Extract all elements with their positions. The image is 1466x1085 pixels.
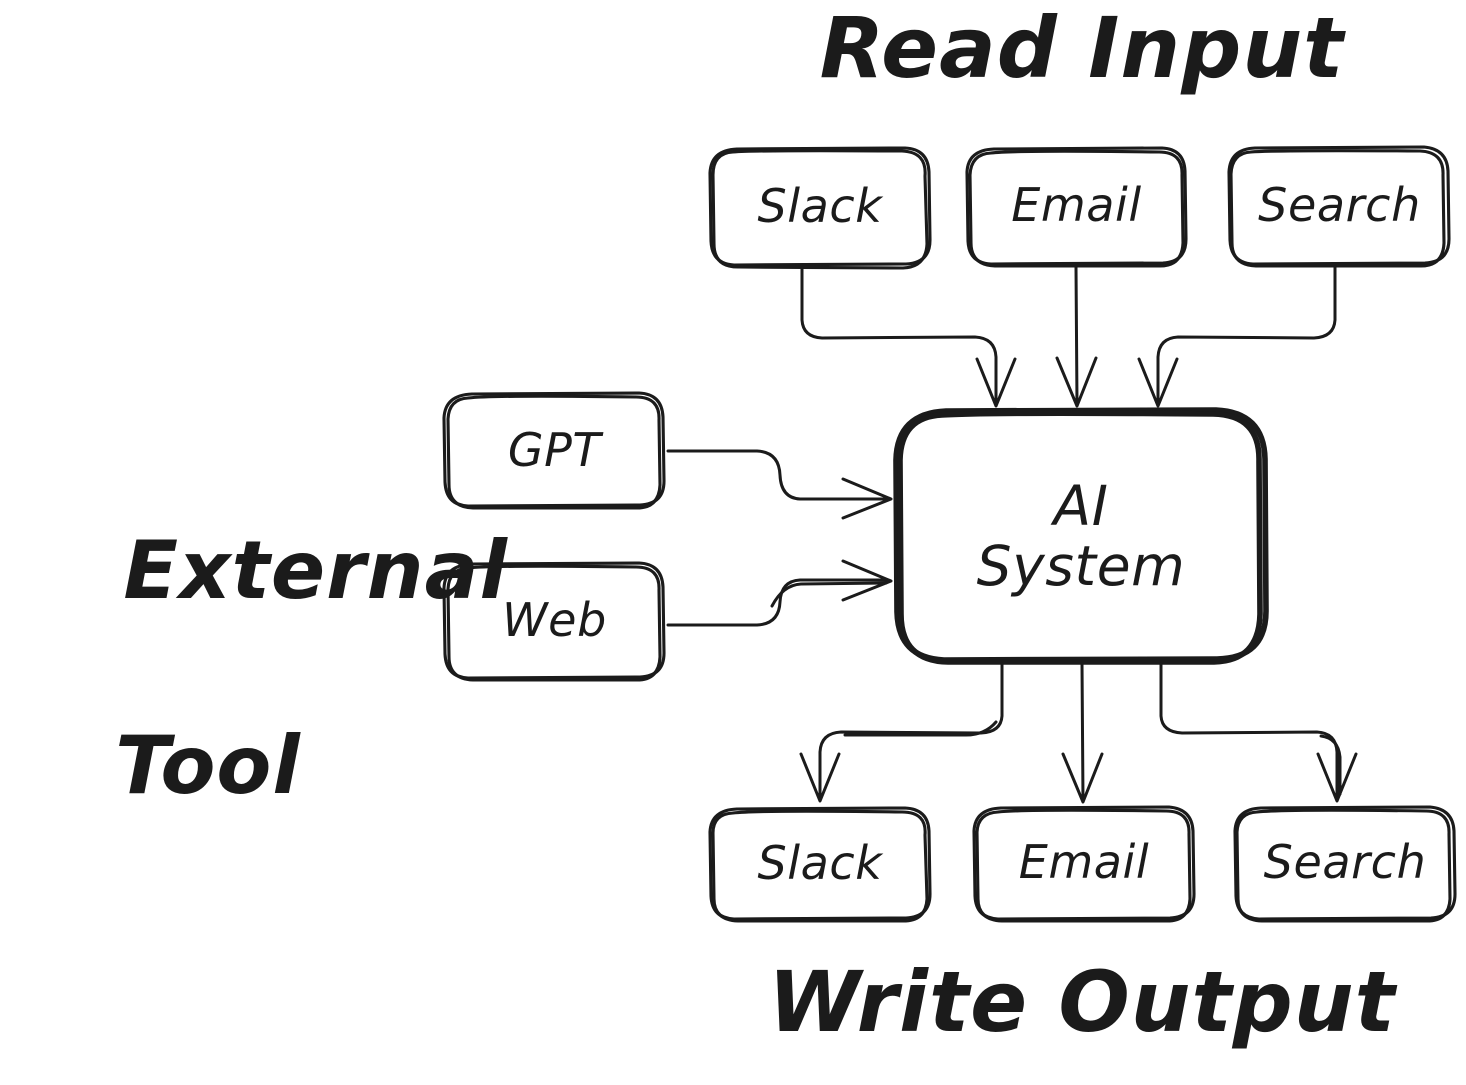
node-output-slack[interactable]: [708, 806, 932, 923]
node-input-slack[interactable]: [708, 146, 932, 270]
edge-input-slack-to-ai-system: [800, 266, 1017, 408]
node-output-email[interactable]: [972, 805, 1196, 923]
edge-ai-system-to-output-email: [1061, 662, 1104, 804]
edge-input-email-to-ai-system: [1055, 265, 1098, 408]
node-tool-web[interactable]: [442, 561, 666, 682]
edge-ai-system-to-output-slack: [799, 662, 1004, 803]
node-input-search[interactable]: [1227, 145, 1451, 268]
edge-input-search-to-ai-system: [1137, 265, 1337, 408]
node-tool-gpt[interactable]: [442, 391, 666, 510]
edge-ai-system-to-output-search: [1159, 662, 1358, 803]
node-ai-system[interactable]: [893, 407, 1269, 665]
edge-tool-web-to-ai-system: [666, 559, 893, 627]
edge-tool-gpt-to-ai-system: [666, 449, 893, 520]
node-input-email[interactable]: [965, 146, 1188, 268]
node-output-search[interactable]: [1233, 805, 1457, 923]
